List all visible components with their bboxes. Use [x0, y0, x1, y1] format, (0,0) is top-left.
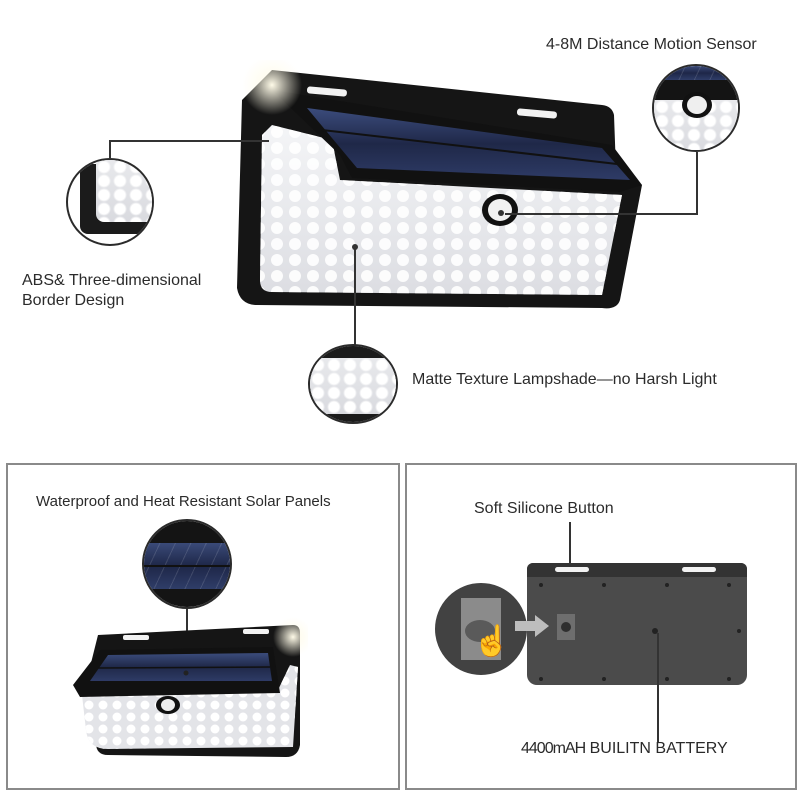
lampshade-magnifier — [308, 344, 398, 424]
motion-sensor-magnifier — [652, 64, 740, 152]
solar-panel-feature-box: Waterproof and Heat Resistant Solar Pane… — [6, 463, 400, 790]
border-leader-vertical — [109, 141, 111, 159]
battery-leader — [657, 633, 659, 743]
button-magnifier: ☝ — [435, 583, 527, 675]
border-design-label-line2: Border Design — [22, 292, 125, 309]
main-product-illustration — [232, 55, 652, 320]
arrow-head — [535, 615, 549, 637]
arrow-right-icon — [515, 621, 537, 631]
solar-panel-magnifier — [142, 519, 232, 609]
solar-light-angled-icon — [73, 617, 308, 757]
motion-sensor-leader-horizontal — [505, 213, 698, 215]
battery-back-plate — [527, 563, 747, 685]
lampshade-leader — [354, 248, 356, 346]
silicone-button-label: Soft Silicone Button — [474, 500, 614, 517]
button-battery-feature-box: Soft Silicone Button ☝ 4400mAH BUILITN B… — [405, 463, 797, 790]
silicone-button — [557, 614, 575, 640]
battery-label: 4400mAH BUILITN BATTERY — [521, 740, 728, 758]
silicone-button-leader — [569, 522, 571, 592]
motion-sensor-label: 4-8M Distance Motion Sensor — [546, 36, 757, 53]
border-leader-horizontal — [109, 140, 269, 142]
motion-sensor-anchor-dot — [498, 210, 504, 216]
battery-text: BUILITN BATTERY — [589, 740, 728, 757]
border-design-label-line1: ABS& Three-dimensional — [22, 272, 202, 289]
lampshade-anchor-dot — [352, 244, 358, 250]
lampshade-label: Matte Texture Lampshade—no Harsh Light — [412, 371, 717, 388]
solar-light-front-icon — [237, 55, 642, 309]
border-detail-magnifier — [66, 158, 154, 246]
motion-sensor-leader-vertical — [696, 152, 698, 215]
hand-pointer-icon: ☝ — [473, 625, 511, 658]
battery-capacity: 4400mAH — [521, 740, 586, 757]
solar-panel-title: Waterproof and Heat Resistant Solar Pane… — [36, 493, 331, 510]
battery-anchor-dot — [652, 628, 658, 634]
